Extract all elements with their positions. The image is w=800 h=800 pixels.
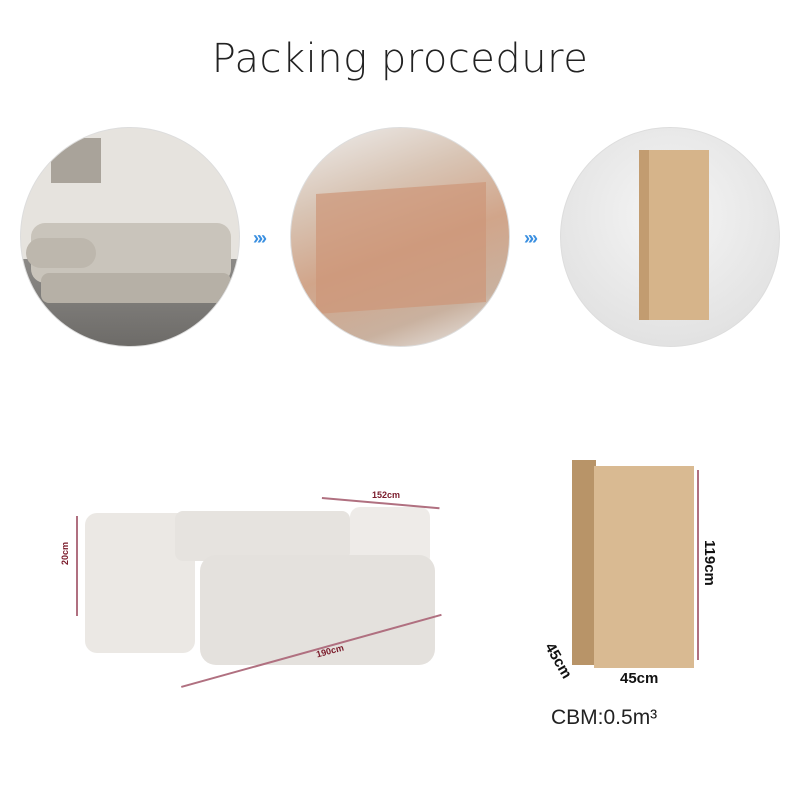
box-depth-label: 45cm xyxy=(541,640,576,682)
step-box-image xyxy=(560,127,780,347)
sofa-image xyxy=(85,505,440,675)
carton-box-image xyxy=(572,460,694,668)
cbm-label: CBM:0.5m³ xyxy=(551,706,658,729)
step-vacuum-image xyxy=(290,127,510,347)
page-title: Packing procedure xyxy=(211,36,589,82)
box-width-label: 45cm xyxy=(620,670,659,687)
arrow-right-icon: »» xyxy=(253,228,267,248)
step-sofa-image xyxy=(20,127,240,347)
arrow-right-icon: »» xyxy=(524,228,538,248)
box-height-label: 119cm xyxy=(701,540,718,586)
sofa-depth-label: 152cm xyxy=(372,490,401,500)
sofa-height-label: 20cm xyxy=(60,541,70,565)
